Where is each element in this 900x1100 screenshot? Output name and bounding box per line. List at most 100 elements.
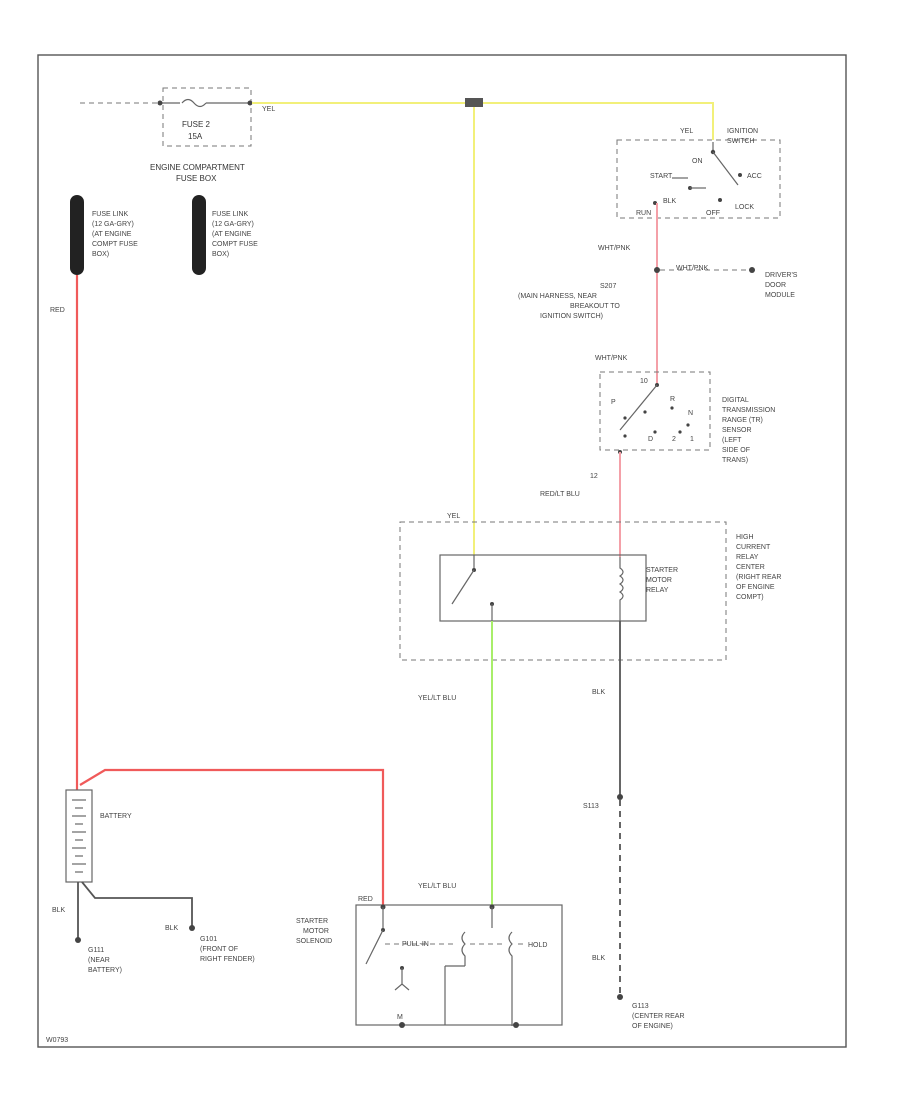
svg-text:R: R [670,396,675,403]
svg-text:SOLENOID: SOLENOID [296,938,332,945]
ground-g111-line3: BATTERY) [88,967,122,974]
engine-compartment-fuse-box: FUSE 2 15A ENGINE COMPARTMENT FUSE BOX Y… [80,87,275,183]
svg-text:RANGE (TR): RANGE (TR) [722,417,763,424]
svg-text:M: M [397,1014,403,1021]
door-module-line1: DRIVER'S [765,272,798,279]
svg-text:TRANS): TRANS) [722,457,748,464]
transmission-range-sensor: WHT/PNK 10 P R N 1 2 D 12 DIGITAL TRANSM… [590,355,775,480]
splice-s207-line1: S207 [600,283,616,290]
splice-s113-label: S113 [583,803,599,810]
svg-text:(RIGHT REAR: (RIGHT REAR [736,574,781,581]
ground-g113-line2: (CENTER REAR [632,1013,685,1020]
svg-text:OF ENGINE: OF ENGINE [736,584,775,591]
svg-text:TRANSMISSION: TRANSMISSION [722,407,775,414]
svg-text:SENSOR: SENSOR [722,427,752,434]
diagram-frame [37,54,847,1048]
svg-text:WHT/PNK: WHT/PNK [595,355,628,362]
svg-text:FUSE LINK: FUSE LINK [92,211,129,218]
fuse-rating: 15A [188,132,203,141]
fuse-label: FUSE 2 [182,120,211,129]
svg-text:2: 2 [672,436,676,443]
splice-s207-line3: BREAKOUT TO [570,303,620,310]
svg-text:LOCK: LOCK [735,204,754,211]
svg-text:BLK: BLK [663,198,677,205]
ground-g111-line1: G111 [88,947,104,954]
high-current-relay-center: YEL HIGH CURRENT RELAY CENTER (RIGHT REA… [399,513,781,661]
wire-red-lt-blu-label: RED/LT BLU [540,491,580,498]
splice-top [465,98,483,107]
svg-text:ON: ON [692,158,703,165]
splice-s207-line2: (MAIN HARNESS, NEAR [518,293,597,300]
wire-blk-label-3: BLK [52,907,66,914]
svg-text:MOTOR: MOTOR [646,577,672,584]
wire-yellow-fuse-to-ignition [252,102,714,140]
svg-text:(12 GA-GRY): (12 GA-GRY) [92,221,134,228]
svg-text:HIGH: HIGH [736,534,754,541]
reference-code: W0793 [46,1037,68,1044]
ground-g111-dot [75,937,81,943]
svg-text:COMPT FUSE: COMPT FUSE [212,241,258,248]
wire-blk-label-4: BLK [165,925,179,932]
svg-text:RED: RED [358,896,373,903]
fuse-box-name-2: FUSE BOX [176,174,217,183]
svg-text:RELAY: RELAY [736,554,759,561]
svg-text:YEL: YEL [447,513,460,520]
svg-text:START: START [650,173,673,180]
starter-motor-relay: STARTER MOTOR RELAY [439,554,678,622]
svg-text:STARTER: STARTER [646,567,678,574]
svg-text:SIDE OF: SIDE OF [722,447,750,454]
svg-text:FUSE LINK: FUSE LINK [212,211,249,218]
svg-text:CURRENT: CURRENT [736,544,771,551]
ignition-switch: YEL IGNITION SWITCH ON ACC START RUN OFF… [616,128,781,219]
svg-text:P: P [611,399,616,406]
wire-wht-pnk-label-1: WHT/PNK [598,245,631,252]
svg-text:CENTER: CENTER [736,564,765,571]
fuse-out-wire-label: YEL [262,106,275,113]
wire-blk-battery-g101 [81,881,193,926]
svg-text:DIGITAL: DIGITAL [722,397,749,404]
svg-text:RELAY: RELAY [646,587,669,594]
ground-g113-dot [617,994,623,1000]
svg-text:N: N [688,410,693,417]
svg-text:PULL-IN: PULL-IN [402,941,429,948]
svg-text:HOLD: HOLD [528,942,547,949]
wire-red-label: RED [50,307,65,314]
svg-text:MOTOR: MOTOR [303,928,329,935]
svg-text:OFF: OFF [706,210,720,217]
svg-text:BOX): BOX) [212,251,229,258]
wire-red-battery-to-solenoid [79,768,385,905]
svg-text:SWITCH: SWITCH [727,138,755,145]
wire-wht-pnk-label-2: WHT/PNK [676,265,709,272]
splice-s207-dot [654,267,660,273]
svg-text:IGNITION: IGNITION [727,128,758,135]
door-module-connector [749,267,755,273]
wire-yel-lt-blu-label-1: YEL/LT BLU [418,695,456,702]
svg-text:RUN: RUN [636,210,651,217]
wire-blk-label-1: BLK [592,689,606,696]
svg-text:(AT ENGINE: (AT ENGINE [212,231,252,238]
battery: BATTERY [65,789,132,883]
splice-s113-dot [617,794,623,800]
svg-text:(AT ENGINE: (AT ENGINE [92,231,132,238]
fuse-link-2: FUSE LINK (12 GA-GRY) (AT ENGINE COMPT F… [192,195,258,275]
svg-text:D: D [648,436,653,443]
splice-s207-line4: IGNITION SWITCH) [540,313,603,320]
ground-g101-line3: RIGHT FENDER) [200,956,255,963]
svg-text:BOX): BOX) [92,251,109,258]
ground-g113-line3: OF ENGINE) [632,1023,673,1030]
svg-text:COMPT FUSE: COMPT FUSE [92,241,138,248]
ground-g111-line2: (NEAR [88,957,110,964]
svg-text:STARTER: STARTER [296,918,328,925]
wire-blk-label-2: BLK [592,955,606,962]
fuse-link-1: FUSE LINK (12 GA-GRY) (AT ENGINE COMPT F… [70,195,138,275]
svg-text:(LEFT: (LEFT [722,437,742,444]
ground-g101-line1: G101 [200,936,217,943]
relay-coil [618,557,624,621]
svg-text:10: 10 [640,378,648,385]
svg-text:1: 1 [690,436,694,443]
ground-g101-line2: (FRONT OF [200,946,238,953]
svg-text:COMPT): COMPT) [736,594,764,601]
door-module-line2: DOOR [765,282,786,289]
ground-g101-dot [189,925,195,931]
